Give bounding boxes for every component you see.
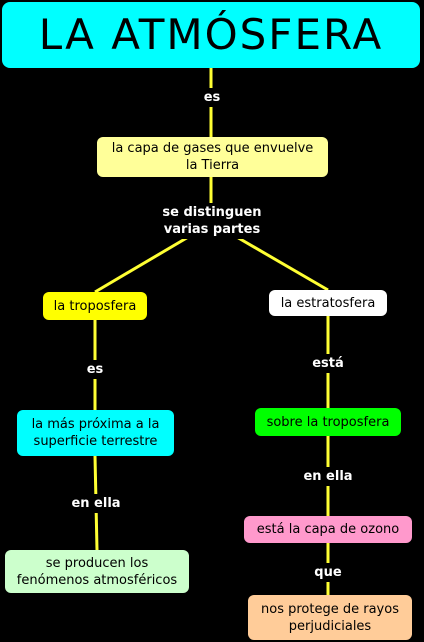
link-que: que xyxy=(311,563,345,582)
node-estratosfera: la estratosfera xyxy=(269,290,387,316)
link-es-2: es xyxy=(83,360,107,379)
node-mas-proxima: la más próxima a la superficie terrestre xyxy=(17,410,174,456)
connector-partes-estratosfera xyxy=(234,234,329,292)
link-es-1: es xyxy=(200,88,224,107)
node-sobre-troposfera: sobre la troposfera xyxy=(255,408,401,436)
title-node: LA ATMÓSFERA xyxy=(2,2,420,68)
link-se-distinguen: se distinguen varias partes xyxy=(156,203,268,239)
node-protege: nos protege de rayos perjudiciales xyxy=(248,595,412,640)
connector-partes-troposfera xyxy=(94,234,191,294)
node-fenomenos: se producen los fenómenos atmosféricos xyxy=(5,550,189,593)
node-capa-de-gases: la capa de gases que envuelve la Tierra xyxy=(97,137,328,177)
node-troposfera: la troposfera xyxy=(43,292,147,320)
link-en-ella-2: en ella xyxy=(300,467,356,486)
link-esta: está xyxy=(309,354,347,373)
node-capa-ozono: está la capa de ozono xyxy=(244,516,412,543)
link-en-ella-1: en ella xyxy=(68,494,124,513)
